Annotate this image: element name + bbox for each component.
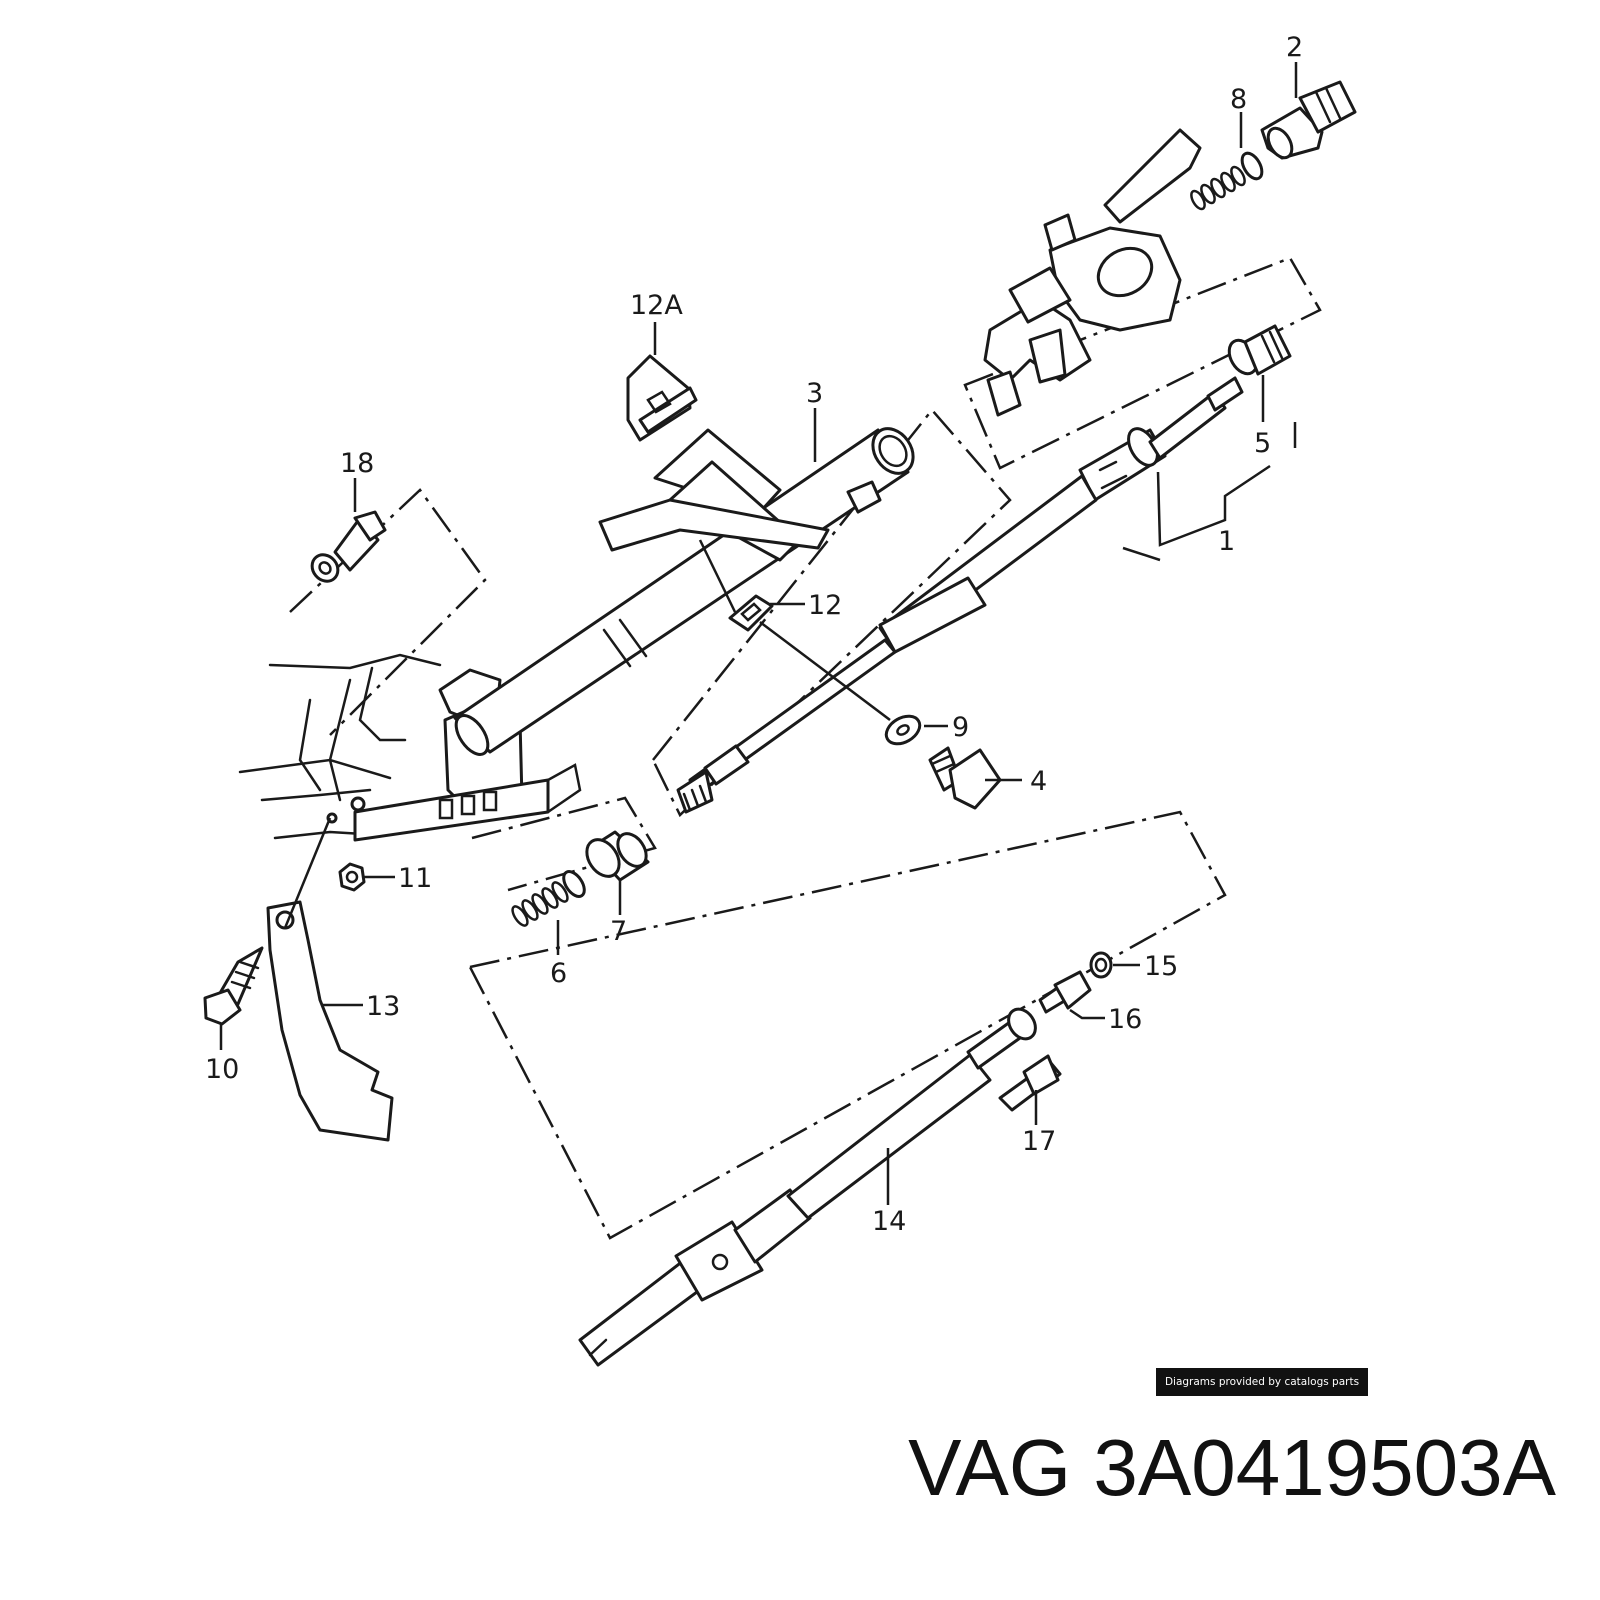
part-number-title: VAG 3A0419503A [908, 1423, 1556, 1512]
callout-12a: 12A [630, 290, 683, 321]
part-12a-clip [626, 354, 698, 442]
callout-16: 16 [1108, 1004, 1142, 1035]
callout-1: 1 [1218, 526, 1235, 557]
callout-labels: 2 8 12A 3 18 5 1 12 9 4 11 7 6 15 13 16 … [205, 32, 1303, 1237]
part-2-sleeve [1260, 80, 1357, 160]
callout-2: 2 [1286, 32, 1303, 63]
callout-15: 15 [1144, 951, 1178, 982]
callout-14: 14 [872, 1206, 906, 1237]
part-16-bolt [1038, 970, 1092, 1014]
callout-18: 18 [340, 448, 374, 479]
part-4-bolt [928, 746, 1002, 810]
callout-13: 13 [366, 991, 400, 1022]
callout-7: 7 [610, 916, 627, 947]
callout-3: 3 [806, 378, 823, 409]
callout-11: 11 [398, 863, 432, 894]
part-15-ring [1089, 951, 1113, 979]
group-boxes [289, 256, 1322, 1240]
part-12-plate [728, 594, 774, 632]
part-3-column-tube [453, 427, 915, 756]
part-11-nut [338, 862, 366, 892]
leader-lines [219, 62, 1298, 1205]
callout-17: 17 [1022, 1126, 1056, 1157]
part-8-spring [1190, 151, 1264, 211]
callout-8: 8 [1230, 84, 1247, 115]
part-10-bolt [203, 946, 264, 1026]
part-9-washer [884, 714, 922, 746]
part-17-bolt [998, 1054, 1062, 1112]
part-14-intermediate-shaft [578, 1007, 1037, 1367]
part-5-bearing [1227, 324, 1292, 376]
callout-10: 10 [205, 1054, 239, 1085]
diagram-credit-badge: Diagrams provided by catalogs parts [1156, 1368, 1368, 1396]
callout-12: 12 [808, 590, 842, 621]
part-18-bolt [310, 510, 387, 583]
callout-4: 4 [1030, 766, 1047, 797]
callout-6: 6 [550, 958, 567, 989]
part-1-steering-shaft [676, 376, 1244, 814]
combination-switch-assembly [983, 128, 1202, 417]
callout-5: 5 [1254, 428, 1271, 459]
part-6-spring [511, 870, 586, 927]
callout-9: 9 [952, 712, 969, 743]
part-7-bushing [585, 830, 650, 882]
